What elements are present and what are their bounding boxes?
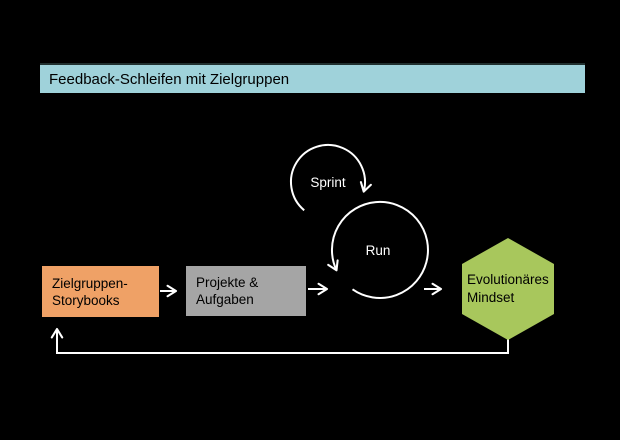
title-bar: Feedback-Schleifen mit Zielgruppen — [40, 63, 585, 93]
node-zielgruppen-storybooks: Zielgruppen- Storybooks — [42, 266, 159, 317]
node-projekte-aufgaben: Projekte & Aufgaben — [186, 266, 306, 316]
node-evolutionaeres-mindset-label: Evolutionäres Mindset — [467, 271, 553, 307]
node-label-line: Storybooks — [52, 292, 120, 308]
node-label-line: Projekte & — [196, 275, 259, 290]
node-label-line: Zielgruppen- — [52, 275, 128, 291]
node-label-line: Evolutionäres — [467, 272, 549, 287]
mindset-hexagon — [462, 238, 554, 340]
node-label-line: Aufgaben — [196, 292, 254, 307]
feedback-loop-arrow — [50, 327, 509, 354]
sprint-loop-arrow — [290, 143, 372, 212]
run-loop-arrow — [327, 200, 429, 299]
run-loop-label: Run — [365, 243, 391, 258]
node-label-line: Mindset — [467, 290, 515, 305]
title-bar-label: Feedback-Schleifen mit Zielgruppen — [49, 70, 290, 88]
sprint-loop-label: Sprint — [310, 175, 346, 190]
